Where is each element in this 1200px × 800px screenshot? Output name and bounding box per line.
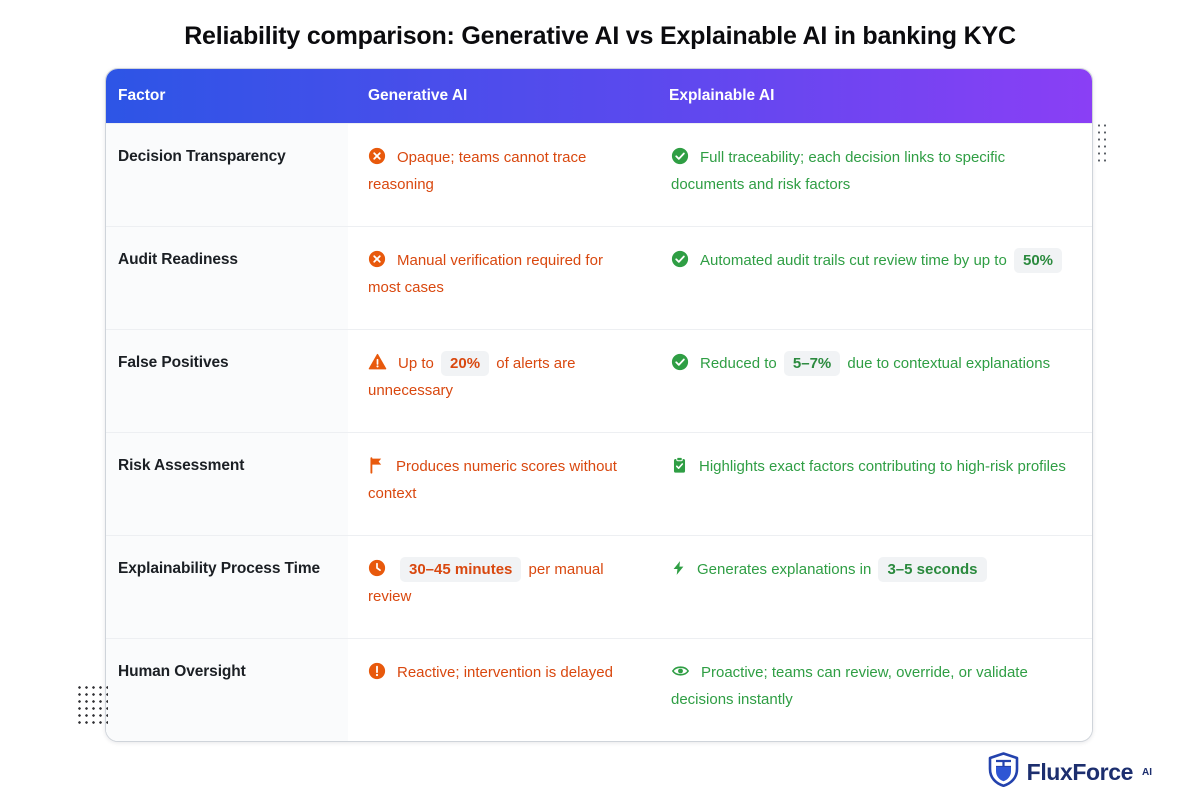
clock-icon [368,559,386,577]
generative-ai-cell: Produces numeric scores without context [348,433,651,535]
metric-badge: 5–7% [783,351,841,376]
factor-cell: Risk Assessment [106,433,348,535]
factor-cell: Audit Readiness [106,227,348,329]
column-header-explainable-ai: Explainable AI [669,87,775,104]
brand-name: FluxForce [1026,758,1134,785]
column-header-factor: Factor [118,87,166,104]
generative-ai-cell: Up to 20% of alerts are unnecessary [348,330,651,432]
table-body: Decision Transparency Opaque; teams canno… [106,123,1092,741]
flag-icon [368,456,385,474]
dot-grid-decoration-left [76,684,108,724]
table-row: Risk Assessment Produces numeric scores w… [106,432,1092,535]
cell-text: Full traceability; each decision links t… [671,149,1006,193]
page-title: Reliability comparison: Generative AI vs… [184,22,1016,50]
cell-text: Reactive; intervention is delayed [397,664,613,681]
eye-icon [671,662,690,680]
table-row: Audit Readiness Manual verification requi… [106,226,1092,329]
factor-cell: Human Oversight [106,639,348,741]
warning-triangle-icon [368,353,387,371]
explainable-ai-cell: Highlights exact factors contributing to… [651,433,1092,535]
table-header-row: Factor Generative AI Explainable AI [106,69,1092,123]
factor-cell: False Positives [106,330,348,432]
metric-badge: 50% [1013,248,1063,273]
x-circle-icon [368,147,386,165]
cell-text: due to contextual explanations [843,355,1051,372]
table-row: Decision Transparency Opaque; teams canno… [106,123,1092,226]
dot-grid-decoration-right [1096,122,1107,166]
brand-suffix: AI [1142,766,1152,778]
explainable-ai-cell: Proactive; teams can review, override, o… [651,639,1092,741]
column-header-generative-ai: Generative AI [368,87,468,104]
cell-text: Automated audit trails cut review time b… [700,252,1011,269]
generative-ai-cell: Opaque; teams cannot trace reasoning [348,124,651,226]
fluxforce-logo: FluxForce AI [988,752,1152,792]
table-row: Human Oversight Reactive; intervention is… [106,638,1092,741]
check-circle-icon [671,353,689,371]
lightning-icon [671,559,686,577]
clipboard-check-icon [671,456,688,474]
factor-cell: Explainability Process Time [106,536,348,638]
cell-text: Manual verification required for most ca… [368,252,603,296]
generative-ai-cell: 30–45 minutes per manual review [348,536,651,638]
check-circle-icon [671,250,689,268]
cell-text: Proactive; teams can review, override, o… [671,664,1028,708]
check-circle-icon [671,147,689,165]
exclamation-circle-icon [368,662,386,680]
x-circle-icon [368,250,386,268]
generative-ai-cell: Reactive; intervention is delayed [348,639,651,741]
factor-cell: Decision Transparency [106,124,348,226]
cell-text: Produces numeric scores without context [368,458,617,502]
cell-text: of alerts are unnecessary [368,355,576,399]
explainable-ai-cell: Generates explanations in 3–5 seconds [651,536,1092,638]
explainable-ai-cell: Full traceability; each decision links t… [651,124,1092,226]
comparison-table: Factor Generative AI Explainable AI Deci… [105,68,1093,742]
cell-text: Opaque; teams cannot trace reasoning [368,149,587,193]
cell-text: Reduced to [700,355,781,372]
metric-badge: 30–45 minutes [400,557,522,582]
shield-icon [988,752,1019,792]
cell-text: Generates explanations in [697,561,876,578]
cell-text: Highlights exact factors contributing to… [699,458,1066,475]
cell-text: Up to [398,355,439,372]
metric-badge: 3–5 seconds [878,557,987,582]
explainable-ai-cell: Automated audit trails cut review time b… [651,227,1092,329]
generative-ai-cell: Manual verification required for most ca… [348,227,651,329]
explainable-ai-cell: Reduced to 5–7% due to contextual explan… [651,330,1092,432]
cell-text: per manual review [368,561,604,605]
metric-badge: 20% [441,351,490,376]
